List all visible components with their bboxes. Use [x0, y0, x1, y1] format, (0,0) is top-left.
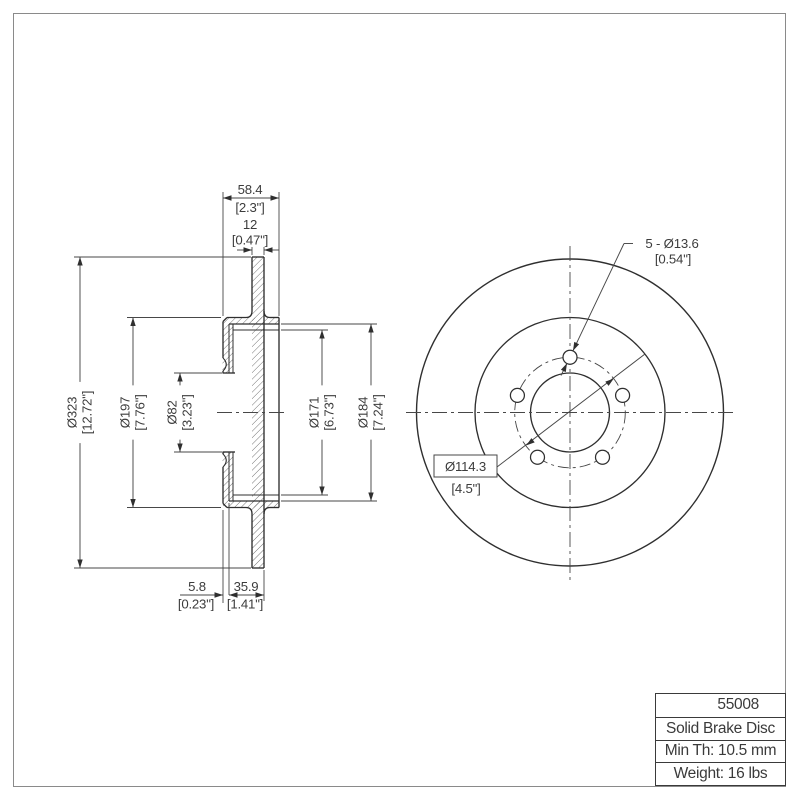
- svg-text:[2.3"]: [2.3"]: [235, 200, 264, 215]
- ext-hat-outer-diameter: [127, 317, 221, 508]
- dim-hat-outer-diameter: Ø197[7.76"]: [117, 317, 149, 508]
- svg-text:[0.47"]: [0.47"]: [232, 233, 268, 248]
- svg-text:58.4: 58.4: [238, 182, 263, 197]
- svg-text:[4.5"]: [4.5"]: [451, 481, 480, 496]
- dim-outer-diameter: Ø323[12.72"]: [64, 257, 96, 568]
- svg-text:Ø171: Ø171: [307, 397, 322, 428]
- right-front-view: [406, 246, 736, 580]
- svg-text:[7.76"]: [7.76"]: [133, 394, 148, 430]
- svg-text:[7.24"]: [7.24"]: [371, 394, 386, 430]
- svg-text:5 - Ø13.6: 5 - Ø13.6: [645, 236, 698, 251]
- min-thickness: Min Th: 10.5 mm: [656, 739, 785, 763]
- svg-text:12: 12: [243, 217, 257, 232]
- svg-text:Ø82: Ø82: [165, 400, 180, 424]
- ext-center-bore: [174, 372, 222, 453]
- svg-text:Ø197: Ø197: [118, 397, 133, 428]
- svg-text:5.8: 5.8: [188, 579, 206, 594]
- svg-text:Ø114.3: Ø114.3: [445, 459, 486, 474]
- svg-text:Ø184: Ø184: [356, 397, 371, 428]
- dim-hat-inner-diameter: Ø184[7.24"]: [355, 324, 387, 501]
- ext-hat-inner-diameter: [281, 323, 377, 502]
- svg-text:[1.41"]: [1.41"]: [227, 597, 263, 612]
- info-table: 55008 Solid Brake Disc Min Th: 10.5 mm W…: [655, 693, 786, 786]
- ext-outer-diameter: [74, 256, 251, 569]
- svg-text:Ø323: Ø323: [65, 397, 80, 428]
- ext-register-diameter: [281, 329, 328, 496]
- dim-overall-width: 58.4 [2.3"]: [222, 182, 280, 316]
- svg-text:35.9: 35.9: [234, 579, 259, 594]
- dim-hat-depth: 5.8 [0.23"] 35.9 [1.41"]: [178, 503, 265, 612]
- svg-text:[0.54"]: [0.54"]: [655, 252, 691, 267]
- dim-center-bore: Ø82[3.23"]: [164, 373, 196, 452]
- part-number: 55008: [717, 696, 759, 714]
- page-border: [13, 13, 786, 787]
- svg-text:[3.23"]: [3.23"]: [180, 394, 195, 430]
- dim-lug-holes: 5 - Ø13.6[0.54"]: [560, 236, 699, 376]
- description: Solid Brake Disc: [656, 716, 785, 740]
- left-section-view: [217, 256, 288, 569]
- weight: Weight: 16 lbs: [656, 762, 785, 785]
- svg-text:[0.23"]: [0.23"]: [178, 597, 214, 612]
- svg-text:[12.72"]: [12.72"]: [80, 391, 95, 434]
- svg-text:[6.73"]: [6.73"]: [322, 394, 337, 430]
- dim-bolt-circle: Ø114.3 [4.5"]: [433, 353, 646, 496]
- lug-holes: [509, 349, 631, 465]
- dim-disc-thickness: 12[0.47"]: [232, 217, 279, 255]
- dim-register-diameter: Ø171[6.73"]: [306, 330, 338, 495]
